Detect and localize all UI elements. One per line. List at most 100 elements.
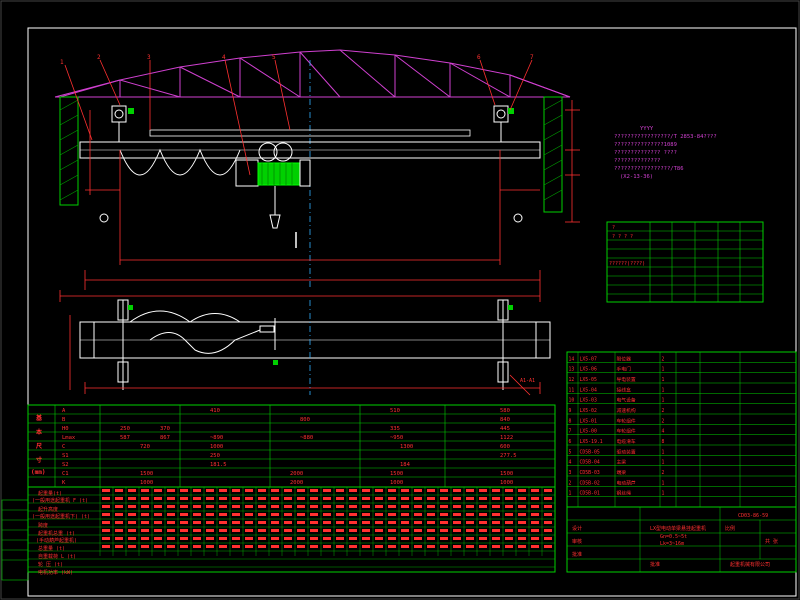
product-title-line2: Gn=0.5~5t	[660, 534, 687, 540]
capacity-cell-mark	[323, 497, 331, 500]
capacity-cell-mark	[297, 545, 305, 548]
capacity-cell-mark	[115, 513, 123, 516]
parts-cell: CD5B-03	[580, 470, 600, 476]
capacity-cell-mark	[245, 537, 253, 540]
capacity-cell-mark	[206, 545, 214, 548]
capacity-cell-mark	[193, 513, 201, 516]
sheet-border	[27, 27, 797, 597]
parts-cell: 10	[569, 398, 575, 404]
capacity-cell-mark	[180, 505, 188, 508]
capacity-cell-mark	[362, 505, 370, 508]
capacity-cell-mark	[388, 513, 396, 516]
capacity-cell-mark	[336, 505, 344, 508]
capacity-cell-mark	[453, 513, 461, 516]
cap-label-6: 起重机总重 (t)	[38, 530, 75, 537]
capacity-cell-mark	[531, 505, 539, 508]
right-wall	[543, 96, 563, 213]
parts-cell: 1	[662, 449, 665, 455]
parts-cell: 9	[569, 408, 572, 414]
capacity-cell-mark	[492, 545, 500, 548]
capacity-cell-mark	[245, 497, 253, 500]
parts-cell: LX5-03	[580, 398, 597, 404]
capacity-cell-mark	[362, 529, 370, 532]
parts-cell: 手电门	[617, 366, 632, 373]
capacity-cell-mark	[115, 529, 123, 532]
capacity-cell-mark	[544, 529, 552, 532]
capacity-cell-mark	[102, 545, 110, 548]
cap-label-2: (一般用途起重机 F (t)	[32, 497, 88, 504]
capacity-cell-mark	[466, 537, 474, 540]
parts-cell: CD5B-01	[580, 491, 600, 497]
capacity-cell-mark	[271, 529, 279, 532]
electric-hoist	[235, 142, 311, 248]
dim-r2-c4: ~880	[300, 435, 313, 441]
left-end-carriage	[111, 105, 127, 142]
dim-r6-c6: 1500	[500, 471, 513, 477]
parts-cell: 2	[662, 356, 665, 362]
capacity-cell-mark	[128, 505, 136, 508]
capacity-cell-mark	[141, 513, 149, 516]
capacity-cell-mark	[518, 537, 526, 540]
capacity-cell-mark	[479, 505, 487, 508]
capacity-cell-mark	[414, 489, 422, 492]
scale-label: 比例	[725, 525, 735, 532]
dim-r3-c0: C	[62, 444, 65, 450]
elevation-dimensions	[64, 59, 580, 290]
capacity-cell-mark	[479, 537, 487, 540]
capacity-cell-mark	[323, 489, 331, 492]
capacity-cell-mark	[115, 497, 123, 500]
capacity-cell-mark	[323, 505, 331, 508]
dim-r2-c3: ~890	[210, 435, 223, 441]
capacity-cell-mark	[232, 489, 240, 492]
parts-cell: 端梁	[617, 469, 627, 476]
capacity-cell-mark	[154, 497, 162, 500]
capacity-cell-mark	[362, 513, 370, 516]
capacity-cell-mark	[466, 513, 474, 516]
capacity-cell-mark	[258, 529, 266, 532]
dim-r7-c0: K	[62, 480, 66, 486]
callout-4: 4	[222, 54, 226, 61]
parts-cell: LX5-07	[580, 356, 597, 362]
dim-r7-c5: 1000	[390, 480, 403, 486]
capacity-cell-mark	[128, 545, 136, 548]
capacity-cell-mark	[531, 545, 539, 548]
capacity-cell-mark	[388, 537, 396, 540]
parts-cell: 减速机构	[617, 407, 636, 414]
dim-r7-c6: 1000	[500, 480, 513, 486]
capacity-cell-mark	[128, 497, 136, 500]
dim-hdr-0: A	[62, 408, 66, 414]
dim-r3-c3: 1000	[210, 444, 223, 450]
capacity-cell-mark	[271, 497, 279, 500]
capacity-cell-mark	[154, 521, 162, 524]
note-line-2: ?????????????????/T 2853-84????	[614, 134, 717, 140]
capacity-cell-mark	[258, 537, 266, 540]
capacity-cell-mark	[518, 529, 526, 532]
company-name: 起重机械有限公司	[730, 561, 770, 568]
capacity-cell-mark	[232, 529, 240, 532]
parts-cell: 12	[569, 377, 575, 383]
capacity-cell-mark	[297, 505, 305, 508]
capacity-cell-mark	[479, 529, 487, 532]
capacity-cell-mark	[310, 489, 318, 492]
capacity-cell-mark	[167, 489, 175, 492]
capacity-cell-mark	[544, 489, 552, 492]
capacity-cell-mark	[544, 545, 552, 548]
capacity-cell-mark	[141, 505, 149, 508]
capacity-cell-mark	[440, 505, 448, 508]
dim-title-char-2: 本	[36, 428, 43, 436]
capacity-cell-mark	[297, 537, 305, 540]
cap-label-5: 跨度	[38, 522, 48, 529]
festoon-cable	[119, 148, 241, 176]
note-line-1: YYYY	[640, 126, 654, 132]
capacity-cell-mark	[492, 489, 500, 492]
dim-title-char-3: 尺	[36, 442, 42, 450]
capacity-cell-mark	[336, 513, 344, 516]
capacity-cell-mark	[401, 513, 409, 516]
parts-cell: 1	[662, 491, 665, 497]
capacity-cell-mark	[141, 489, 149, 492]
capacity-cell-mark	[466, 497, 474, 500]
dim-r3-c1: 720	[140, 444, 150, 450]
capacity-cell-mark	[167, 521, 175, 524]
capacity-cell-mark	[531, 489, 539, 492]
capacity-cell-mark	[102, 489, 110, 492]
